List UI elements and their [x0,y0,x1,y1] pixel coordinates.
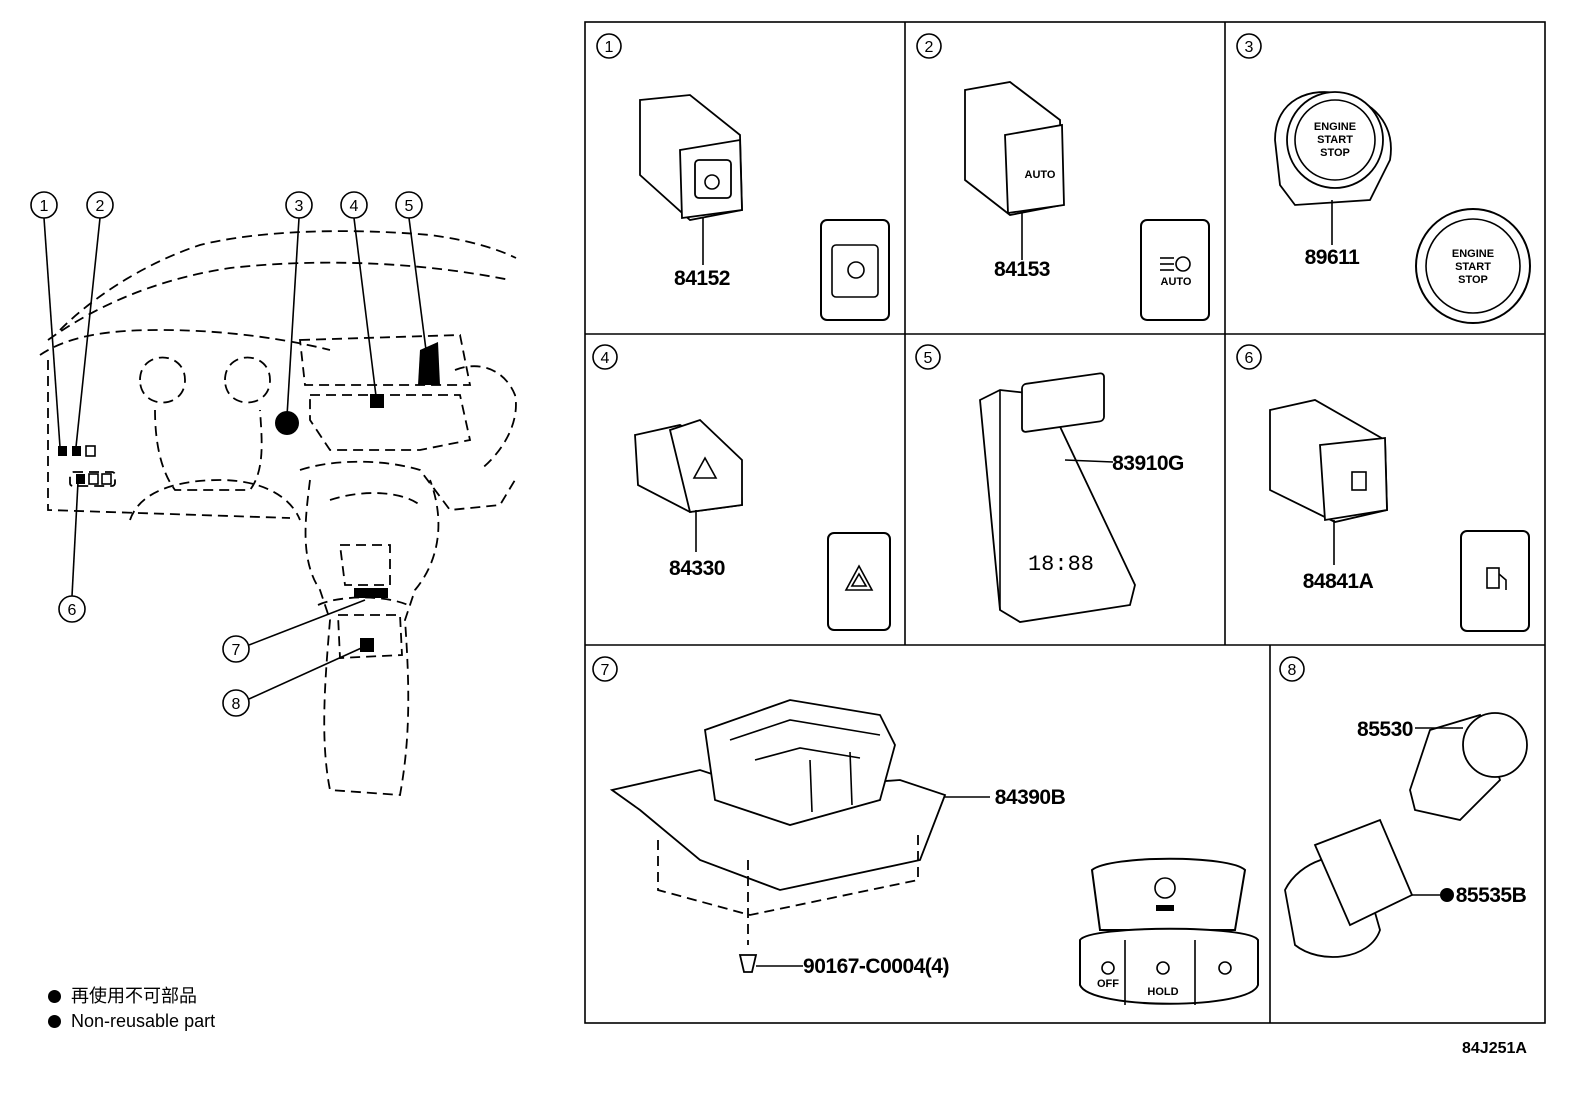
svg-text:85535B: 85535B [1456,884,1527,907]
callout-8[interactable]: 8 [222,689,250,717]
callout-6[interactable]: 6 [58,595,86,623]
callout-5[interactable]: 5 [395,191,423,219]
svg-text:AUTO: AUTO [1161,276,1192,288]
svg-text:89611: 89611 [1305,246,1361,269]
drawing-code: 84J251A [1462,1040,1527,1057]
svg-text:START: START [1317,134,1353,146]
svg-text:STOP: STOP [1320,147,1350,159]
svg-text:AUTO: AUTO [1025,169,1056,181]
panel-3[interactable]: 3 ENGINE START STOP 89611 ENGINE START S… [1236,33,1531,324]
svg-text:83910G: 83910G [1112,452,1184,475]
svg-text:3: 3 [295,198,304,215]
callout-1[interactable]: 1 [30,191,58,219]
svg-text:ENGINE: ENGINE [1314,121,1356,133]
svg-text:4: 4 [601,350,610,367]
svg-text:6: 6 [1245,350,1254,367]
svg-text:3: 3 [1245,39,1254,56]
svg-text:4: 4 [350,198,359,215]
svg-text:HOLD: HOLD [1147,986,1178,998]
legend-jp-text: 再使用不可部品 [71,986,197,1006]
svg-text:1: 1 [40,198,49,215]
svg-text:2: 2 [925,39,934,56]
svg-text:90167-C0004(4): 90167-C0004(4) [803,955,949,978]
non-reusable-dot-icon [48,1015,61,1028]
panel-7[interactable]: 7 84390B 90167-C0004(4) OFF HOLD [592,656,1259,1005]
svg-text:1: 1 [605,39,614,56]
callout-7[interactable]: 7 [222,635,250,663]
svg-text:START: START [1455,261,1491,273]
svg-text:84330: 84330 [669,557,725,580]
svg-text:18:88: 18:88 [1028,552,1094,577]
panel-grid [584,21,1546,1024]
legend-jp: 再使用不可部品 [48,984,197,1008]
svg-text:OFF: OFF [1097,978,1119,990]
svg-text:7: 7 [232,642,241,659]
non-reusable-dot-icon [48,990,61,1003]
svg-text:85530: 85530 [1357,718,1413,741]
svg-text:ENGINE: ENGINE [1452,248,1494,260]
callout-2[interactable]: 2 [86,191,114,219]
svg-text:7: 7 [601,662,610,679]
dashboard-overview: 1 2 3 4 5 6 7 8 [30,191,517,796]
panel-1[interactable]: 1 84152 [596,33,890,321]
svg-text:84152: 84152 [674,267,730,290]
panel-5[interactable]: 5 18:88 83910G [915,344,1185,623]
svg-text:2: 2 [96,198,105,215]
callout-4[interactable]: 4 [340,191,368,219]
panel-2[interactable]: 2 AUTO 84153 AUTO [916,33,1210,321]
callout-3[interactable]: 3 [285,191,313,219]
legend-en-text: Non-reusable part [71,1011,216,1031]
panel-6[interactable]: 6 84841A [1236,344,1530,632]
svg-text:8: 8 [1288,662,1297,679]
svg-text:84153: 84153 [994,258,1050,281]
svg-text:5: 5 [405,198,414,215]
svg-text:STOP: STOP [1458,274,1488,286]
svg-text:84390B: 84390B [995,786,1066,809]
svg-text:8: 8 [232,696,241,713]
panel-4[interactable]: 4 84330 [592,344,891,631]
svg-text:84841A: 84841A [1303,570,1374,593]
svg-text:5: 5 [924,350,933,367]
panel-8[interactable]: 8 85530 85535B [1279,656,1528,958]
legend-en: Non-reusable part [48,1009,215,1033]
svg-text:6: 6 [68,602,77,619]
